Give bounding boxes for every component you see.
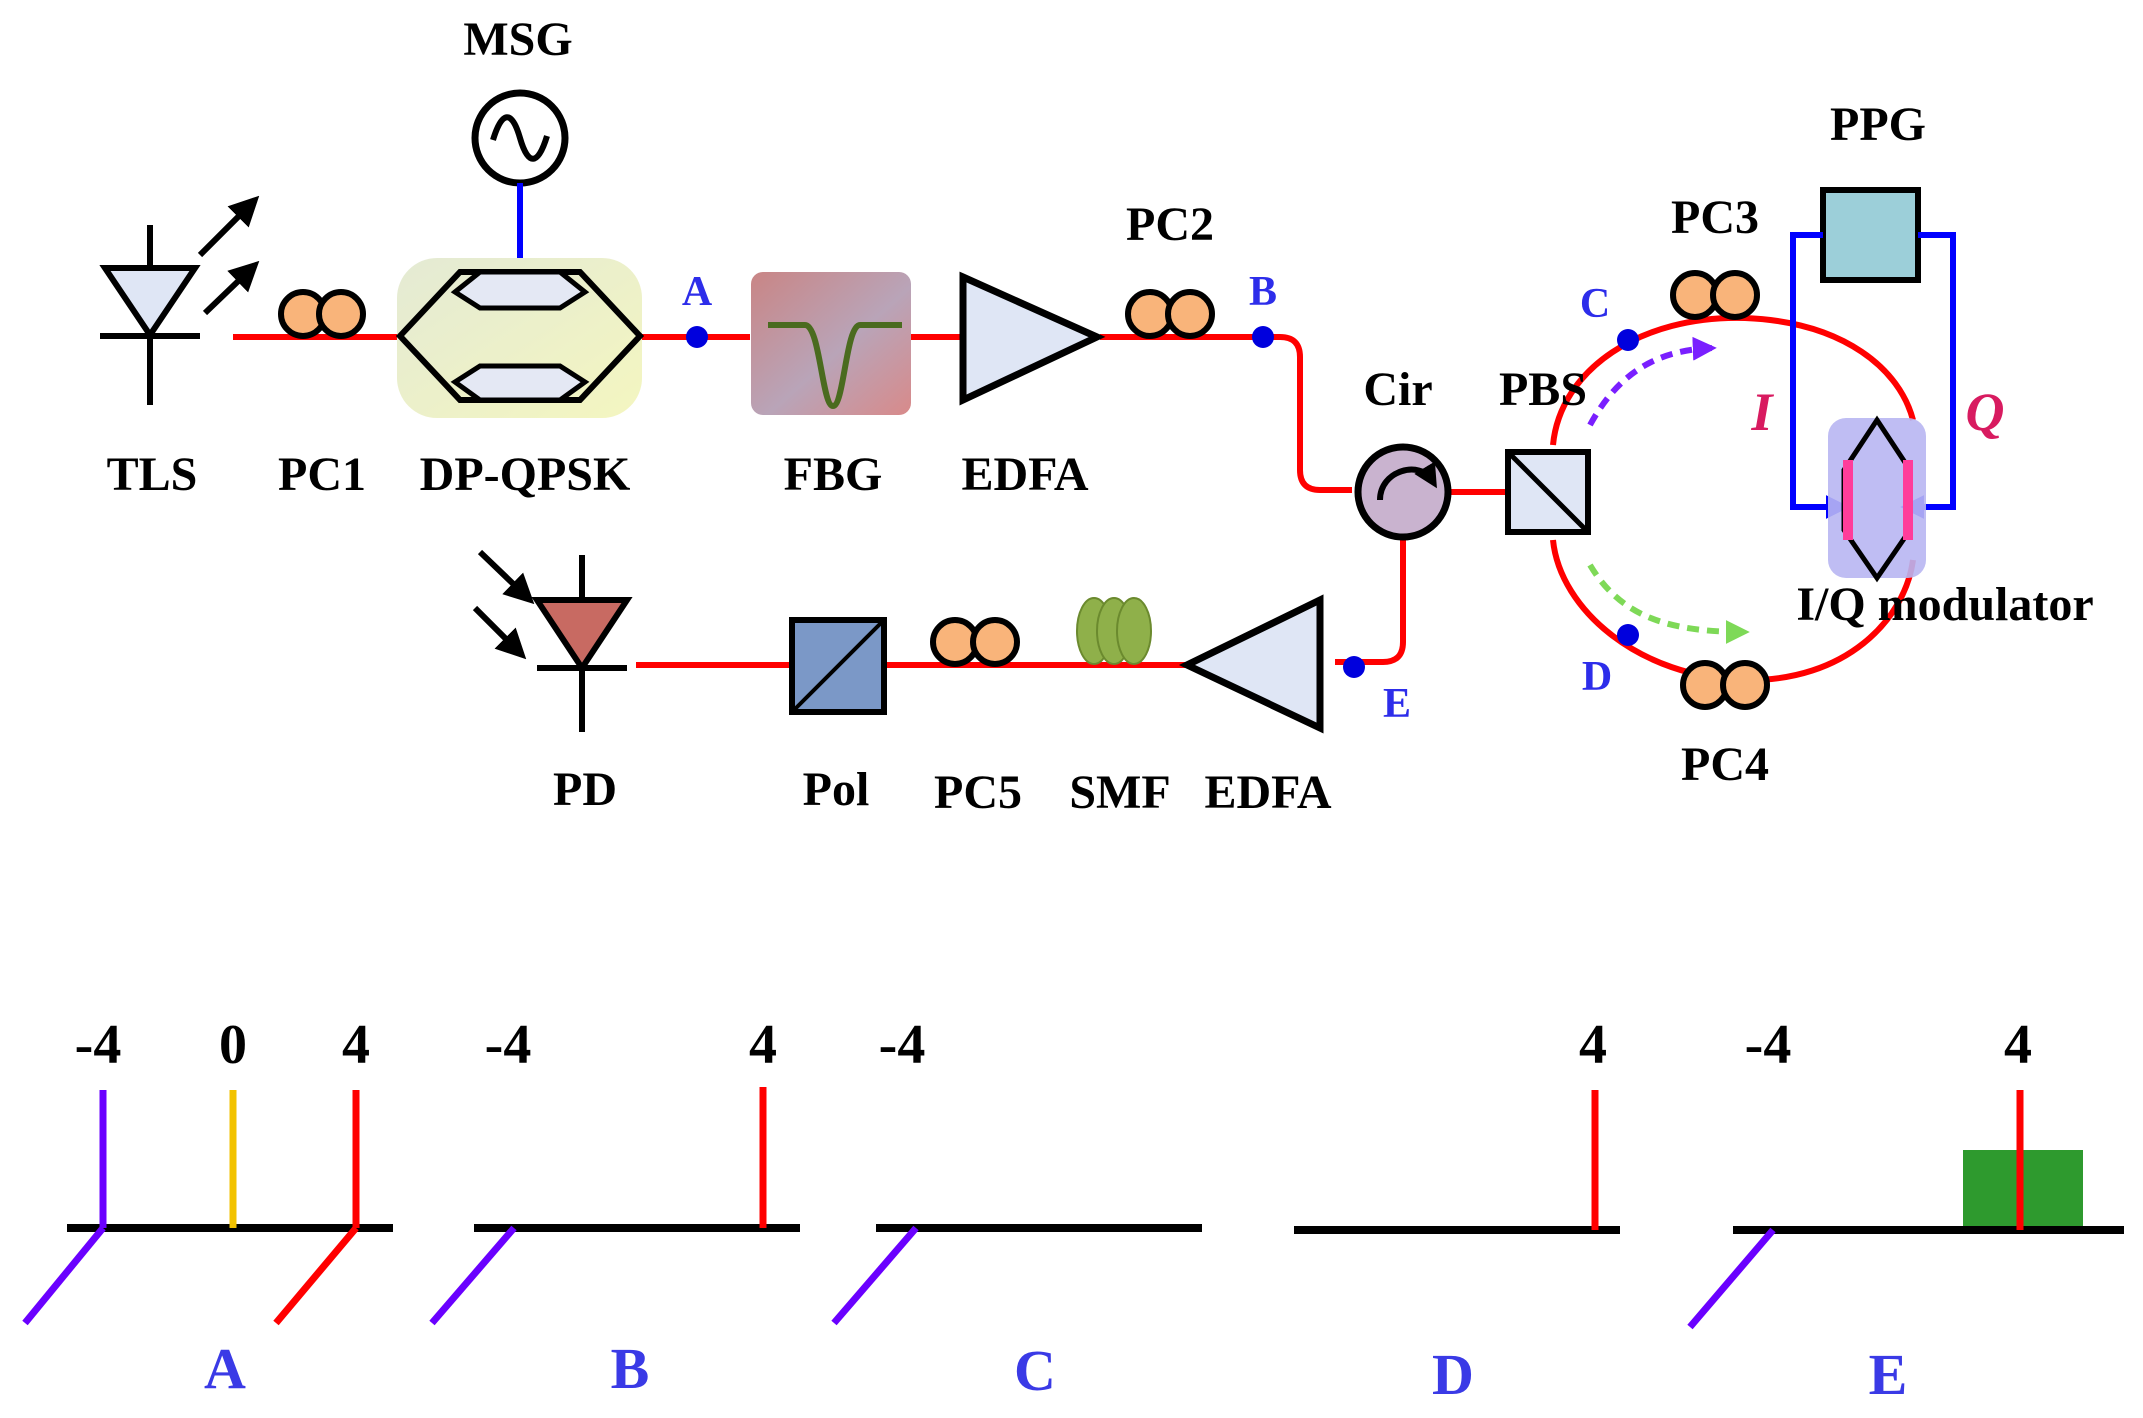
pc2-polarization-controller-icon (1125, 289, 1215, 339)
point-b-label: B (1249, 269, 1277, 315)
spectrum-d-label: D (1432, 1342, 1474, 1407)
spectrum-a-tick-0: 0 (219, 1014, 247, 1076)
spectrum-a: -4 0 4 A (22, 1014, 393, 1401)
tls-laser-icon (99, 195, 260, 405)
spectrum-d: 4 D (1294, 1014, 1620, 1407)
pc3-label: PC3 (1671, 191, 1759, 244)
pc5-label: PC5 (934, 766, 1022, 819)
i-signal-label: I (1750, 382, 1774, 442)
edfa1-label: EDFA (961, 448, 1088, 501)
spectrum-b: -4 4 B (429, 1014, 800, 1401)
pc3-polarization-controller-icon (1670, 270, 1760, 320)
spectrum-a-label: A (204, 1336, 246, 1401)
counterclockwise-direction-arrow-icon (1587, 563, 1750, 644)
pc5-polarization-controller-icon (930, 617, 1020, 667)
pc4-label: PC4 (1681, 738, 1769, 791)
pc2-label: PC2 (1126, 198, 1214, 251)
pbs-label: PBS (1499, 363, 1587, 416)
edfa2-label: EDFA (1204, 766, 1331, 819)
point-d-label: D (1582, 654, 1612, 700)
edfa2-amplifier-icon (1178, 594, 1324, 734)
point-c-marker (1617, 329, 1639, 351)
pbs-splitter-icon (1505, 449, 1591, 535)
spectrum-c-tick-minus4: -4 (879, 1014, 926, 1076)
pol-label: Pol (803, 763, 870, 816)
smf-label: SMF (1069, 766, 1170, 819)
tls-label: TLS (107, 448, 198, 501)
spectrum-e: -4 4 E (1687, 1014, 2124, 1407)
ppg-label: PPG (1830, 98, 1926, 151)
fbg-filter-icon (751, 272, 911, 415)
q-signal-label: Q (1966, 382, 2005, 442)
pc1-polarization-controller-icon (278, 289, 366, 339)
cir-label: Cir (1363, 363, 1432, 416)
msg-label: MSG (463, 13, 572, 66)
iq-drive-lines (1790, 232, 1956, 519)
dpqpsk-label: DP-QPSK (420, 448, 631, 501)
edfa1-amplifier-icon (959, 271, 1106, 406)
point-c-label: C (1580, 281, 1610, 327)
point-d-marker (1617, 624, 1639, 646)
spectrum-a-tick-minus4: -4 (75, 1014, 122, 1076)
clockwise-direction-arrow-icon (1587, 336, 1717, 427)
point-b-marker (1252, 326, 1274, 348)
spectrum-e-label: E (1869, 1342, 1908, 1407)
spectrum-c: -4 C (831, 1014, 1202, 1403)
msg-signal-generator-icon (471, 89, 569, 275)
dp-qpsk-modulator-icon (395, 258, 645, 418)
pd-photodiode-icon (472, 549, 633, 732)
iq-modulator-label: I/Q modulator (1796, 578, 2093, 631)
spectrum-e-tick-minus4: -4 (1745, 1014, 1792, 1076)
point-a-label: A (682, 269, 713, 315)
pc4-polarization-controller-icon (1680, 660, 1770, 710)
point-e-marker (1343, 656, 1365, 678)
point-e-label: E (1383, 681, 1411, 727)
observation-points (686, 326, 1639, 678)
circulator-icon (1354, 443, 1452, 541)
spectrum-e-tick-4: 4 (2004, 1014, 2032, 1076)
pd-label: PD (553, 763, 617, 816)
spectrum-b-label: B (611, 1336, 650, 1401)
pc1-label: PC1 (278, 448, 366, 501)
spectrum-a-tick-4: 4 (342, 1014, 370, 1076)
ppg-pattern-generator-icon (1820, 187, 1921, 283)
iq-modulator-icon (1828, 415, 1926, 583)
spectrum-b-tick-4: 4 (749, 1014, 777, 1076)
fbg-label: FBG (784, 448, 883, 501)
spectrum-d-tick-4: 4 (1579, 1014, 1607, 1076)
spectrum-c-label: C (1014, 1338, 1056, 1403)
spectrum-b-tick-minus4: -4 (485, 1014, 532, 1076)
polarizer-icon (789, 617, 887, 715)
point-a-marker (686, 326, 708, 348)
smf-fiber-spool-icon (1076, 597, 1152, 665)
